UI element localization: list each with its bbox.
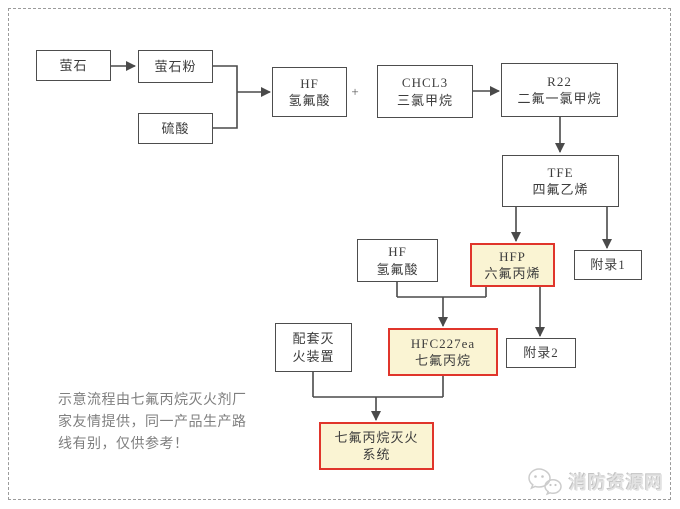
node-code: TFE <box>547 164 574 180</box>
node-label: 硫酸 <box>161 120 190 136</box>
node-label: 六氟丙烯 <box>484 266 541 281</box>
joint-powder-acid <box>213 65 238 129</box>
node-label: 配套灭 <box>292 331 335 347</box>
node-code: CHCL3 <box>401 75 449 91</box>
node-extinguishing-system: 七氟丙烷灭火 系统 <box>319 422 434 470</box>
node-label: 附录2 <box>523 345 559 361</box>
node-label: 系统 <box>362 447 391 462</box>
joint-hf2-hfp <box>396 282 487 298</box>
node-label: 附录1 <box>590 257 626 273</box>
node-code: HF <box>300 75 319 91</box>
joint-device-hfc <box>312 372 444 398</box>
node-r22: R22 二氟一氯甲烷 <box>501 63 618 117</box>
node-code: R22 <box>547 73 572 89</box>
watermark-logo-icon <box>528 468 562 496</box>
node-label: 七氟丙烷 <box>414 353 471 368</box>
node-code: HFC227ea <box>410 335 476 351</box>
node-label: 火装置 <box>292 348 335 364</box>
node-label: 三氯甲烷 <box>396 92 453 108</box>
node-label: 二氟一氯甲烷 <box>517 91 602 106</box>
node-hf-1: HF 氢氟酸 <box>272 67 347 117</box>
node-fluorite: 萤石 <box>36 50 111 81</box>
note-line: 线有别，仅供参考！ <box>58 437 189 452</box>
node-label: 萤石粉 <box>154 58 197 74</box>
node-chcl3: CHCL3 三氯甲烷 <box>377 65 473 118</box>
node-hf-2: HF 氢氟酸 <box>357 239 438 282</box>
node-tfe: TFE 四氟乙烯 <box>502 155 619 207</box>
watermark-site-name: 消防资源网 <box>569 472 664 493</box>
node-label: 氢氟酸 <box>376 261 419 277</box>
node-fluorite-powder: 萤石粉 <box>138 50 213 83</box>
node-code: HFP <box>499 248 526 264</box>
node-hfc227ea: HFC227ea 七氟丙烷 <box>388 328 498 376</box>
node-label: 七氟丙烷灭火 <box>334 429 419 445</box>
node-code: HF <box>388 244 407 260</box>
node-label: 四氟乙烯 <box>532 182 589 197</box>
node-appendix-2: 附录2 <box>506 338 576 368</box>
site-watermark: 消防资源网 <box>526 467 664 496</box>
plus-operator: + <box>351 84 359 99</box>
node-sulfuric-acid: 硫酸 <box>138 113 213 144</box>
disclaimer-note: 示意流程由七氟丙烷灭火剂厂 家友情提供，同一产品生产路 线有别，仅供参考！ <box>58 390 254 456</box>
node-appendix-1: 附录1 <box>574 250 642 280</box>
note-line: 家友情提供，同一产品生产路 <box>58 415 247 430</box>
node-hfp: HFP 六氟丙烯 <box>470 243 555 287</box>
note-line: 示意流程由七氟丙烷灭火剂厂 <box>58 393 247 408</box>
node-supporting-device: 配套灭 火装置 <box>275 323 352 372</box>
node-label: 萤石 <box>59 57 88 73</box>
node-label: 氢氟酸 <box>288 93 331 108</box>
